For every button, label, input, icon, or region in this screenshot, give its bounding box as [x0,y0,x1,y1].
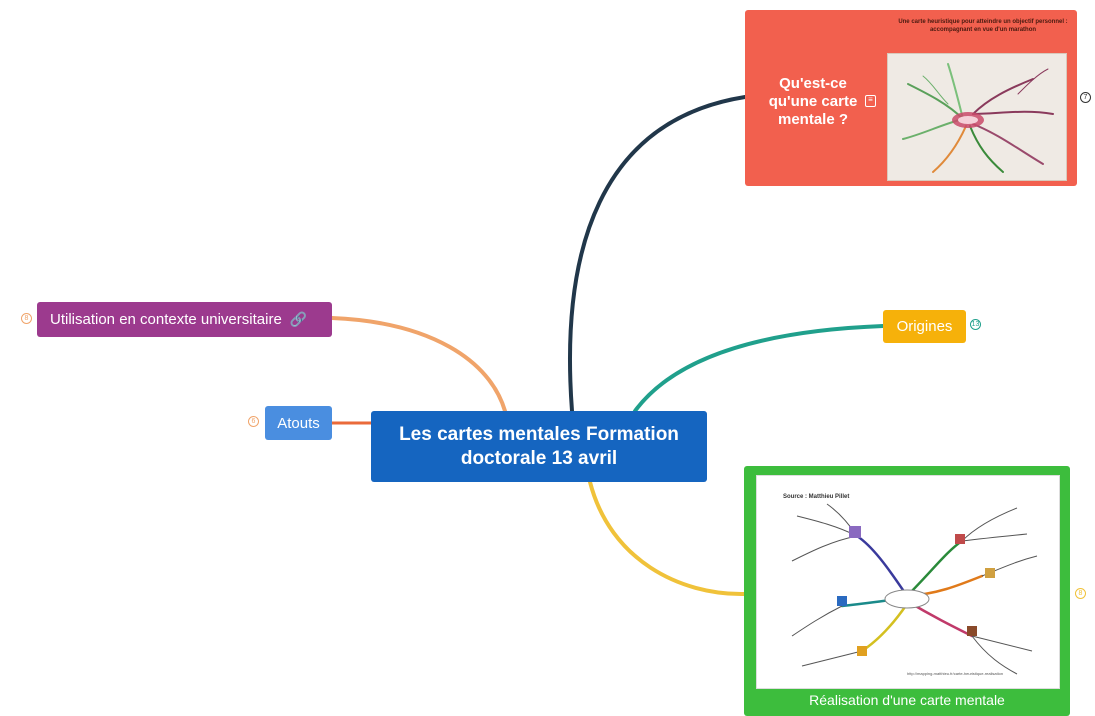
mind-map-thumbnail-image[interactable] [887,53,1067,181]
topic-utilisation-count[interactable]: 8 [21,313,32,324]
realisation-image-url: http://mapping-matthieu.fr/carte-heurist… [907,671,1004,676]
topic-realisation-count[interactable]: 8 [1075,588,1086,599]
topic-realisation-label: Réalisation d'une carte mentale [809,692,1005,708]
central-topic[interactable]: Les cartes mentales Formation doctorale … [371,411,707,482]
connector-quest [568,95,747,413]
colorful-mind-map-sketch [791,503,1038,675]
connector-utilisation [330,316,507,413]
link-icon[interactable]: 🔗 [289,311,308,327]
quest-image-caption: Une carte heuristique pour atteindre un … [898,19,1068,33]
note-icon[interactable]: ≡ [865,95,876,107]
topic-quest-count[interactable]: 7 [1080,92,1091,103]
topic-origines-count[interactable]: 13 [970,319,981,330]
topic-atouts-label: Atouts [277,414,320,432]
topic-origines-label: Origines [896,318,953,335]
mind-map-example-image[interactable]: Source : Matthieu Pillet http://mapping-… [756,475,1060,689]
topic-atouts-count[interactable]: 6 [248,416,259,427]
central-topic-label: Les cartes mentales Formation doctorale … [399,423,679,469]
topic-origines[interactable]: Origines [883,310,966,343]
connector-realisation [588,480,746,597]
connector-origines [633,324,885,413]
handdrawn-map-sketch [902,63,1054,173]
topic-utilisation-label: Utilisation en contexte universitaire [50,311,282,328]
topic-realisation-carte-mentale[interactable]: Source : Matthieu Pillet http://mapping-… [744,466,1070,716]
topic-quest-ce-carte-mentale[interactable]: Qu'est-ce qu'une carte mentale ? ≡ Une c… [745,10,1077,186]
topic-atouts[interactable]: Atouts [265,406,332,440]
realisation-image-source: Source : Matthieu Pillet [783,494,850,500]
topic-quest-label: Qu'est-ce qu'une carte mentale ? [768,75,858,128]
topic-utilisation[interactable]: Utilisation en contexte universitaire 🔗 [37,302,332,337]
